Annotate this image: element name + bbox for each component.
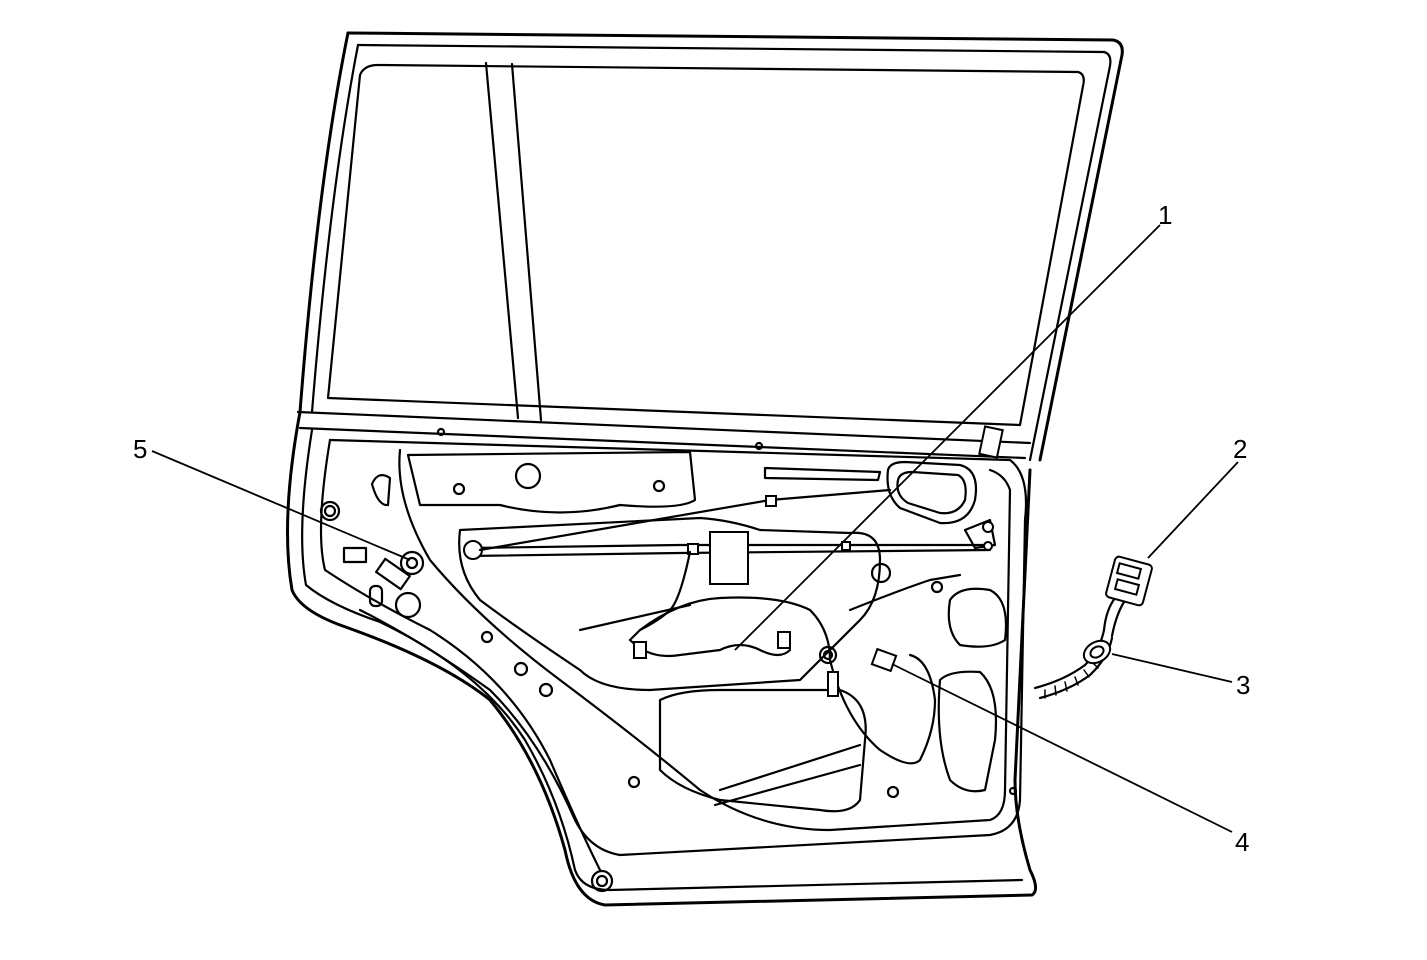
leader-line-2 — [1147, 461, 1239, 559]
leader-line-1 — [734, 224, 1161, 651]
door-window-frame — [298, 31, 1124, 462]
window-regulator — [463, 488, 997, 585]
door-wiring-harness — [628, 550, 937, 765]
inner-door-panel — [328, 438, 1028, 857]
leader-line-3 — [1111, 653, 1233, 683]
leader-line-5 — [151, 450, 411, 561]
callout-1: 1 — [1158, 200, 1172, 230]
leader-lines — [151, 224, 1239, 833]
callout-3: 3 — [1236, 670, 1250, 700]
mounting-holes — [319, 427, 1018, 893]
callout-2: 2 — [1233, 434, 1247, 464]
leader-line-4 — [891, 663, 1233, 833]
callout-5: 5 — [133, 434, 147, 464]
door-outer-body — [286, 410, 1037, 907]
belt-line — [296, 410, 1032, 460]
callout-4: 4 — [1235, 827, 1249, 857]
callout-labels: 1 2 3 4 5 — [133, 200, 1250, 857]
external-harness — [1033, 555, 1153, 700]
